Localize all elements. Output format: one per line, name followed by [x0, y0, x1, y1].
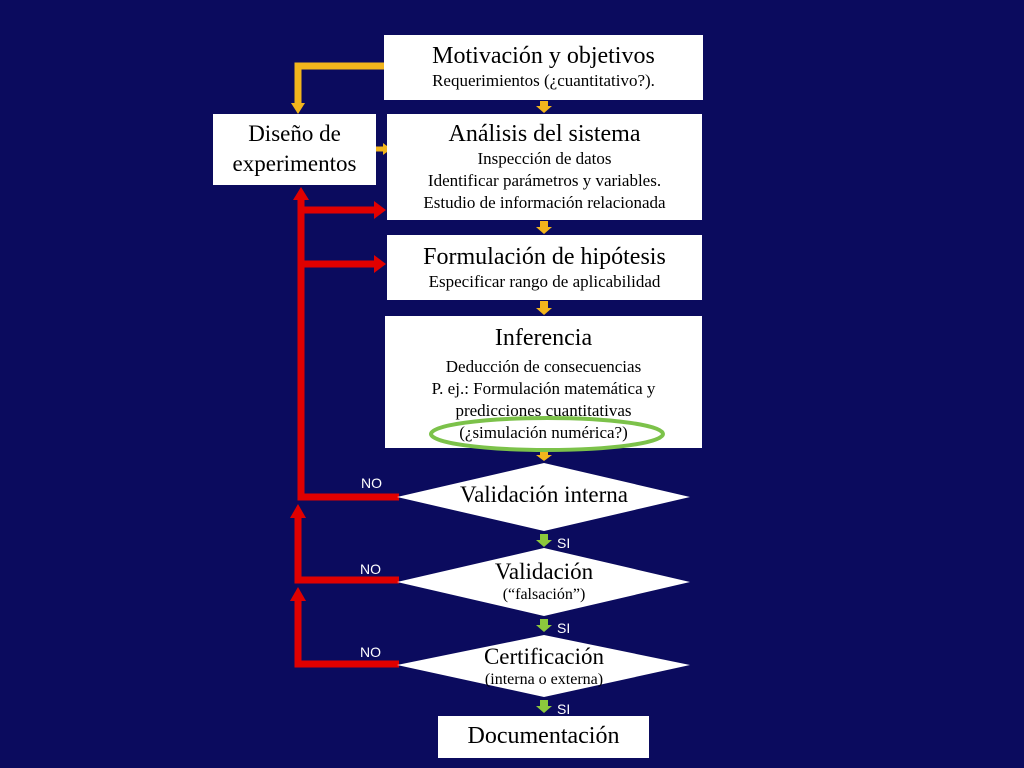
connector-motivacion-to-diseno — [294, 62, 384, 105]
flow-arrows — [536, 101, 552, 461]
box-analisis-title: Análisis del sistema — [448, 121, 641, 147]
box-formulacion-title: Formulación de hipótesis — [423, 244, 666, 270]
label-si: SI — [557, 620, 571, 636]
box-diseno: Diseño de experimentos — [213, 114, 376, 185]
label-no: NO — [360, 561, 381, 577]
box-inferencia-title: Inferencia — [494, 325, 593, 351]
label-si: SI — [557, 701, 571, 717]
label-no: NO — [361, 475, 382, 491]
box-inferencia: Inferencia Deducción de consecuencias P.… — [385, 316, 702, 448]
box-analisis-line: Inspección de datos — [477, 149, 612, 168]
box-motivacion-line: Requerimientos (¿cuantitativo?). — [432, 71, 655, 90]
decision-certificacion-title: Certificación — [483, 644, 605, 669]
feedback-arrows — [290, 187, 399, 668]
box-inferencia-line: P. ej.: Formulación matemática y — [431, 379, 656, 398]
box-inferencia-line: (¿simulación numérica?) — [459, 423, 628, 442]
box-formulacion: Formulación de hipótesis Especificar ran… — [387, 235, 702, 300]
decision-diamond-certificacion — [397, 635, 690, 697]
decision-certificacion-subtitle: (interna o externa) — [484, 671, 604, 688]
decision-validacion-subtitle: (“falsación”) — [502, 586, 586, 603]
box-analisis-line: Estudio de información relacionada — [423, 193, 666, 212]
box-motivacion: Motivación y objetivos Requerimientos (¿… — [384, 35, 703, 100]
box-motivacion-title: Motivación y objetivos — [432, 43, 655, 69]
decision-validacion-interna: Validación interna — [420, 482, 668, 508]
box-analisis: Análisis del sistema Inspección de datos… — [387, 114, 702, 220]
label-si: SI — [557, 535, 571, 551]
connector-arrowhead — [291, 103, 305, 114]
box-analisis-line: Identificar parámetros y variables. — [427, 171, 662, 190]
decision-diamond-validacion — [397, 548, 690, 616]
box-inferencia-line: predicciones cuantitativas — [455, 401, 632, 420]
yes-arrows — [536, 534, 552, 713]
decision-diamond-validacion-interna — [397, 463, 690, 531]
box-diseno-line: experimentos — [232, 151, 357, 176]
decision-validacion-title: Validación — [494, 559, 594, 584]
decision-validacion-interna-title: Validación interna — [460, 482, 628, 507]
box-diseno-line: Diseño de — [248, 121, 341, 146]
box-inferencia-line: Deducción de consecuencias — [445, 357, 642, 376]
box-documentacion: Documentación — [438, 716, 649, 758]
label-no: NO — [360, 644, 381, 660]
box-formulacion-line: Especificar rango de aplicabilidad — [428, 272, 661, 291]
decision-certificacion: Certificación (interna o externa) — [420, 644, 668, 689]
decision-validacion: Validación (“falsación”) — [420, 559, 668, 604]
box-documentacion-title: Documentación — [467, 723, 620, 749]
